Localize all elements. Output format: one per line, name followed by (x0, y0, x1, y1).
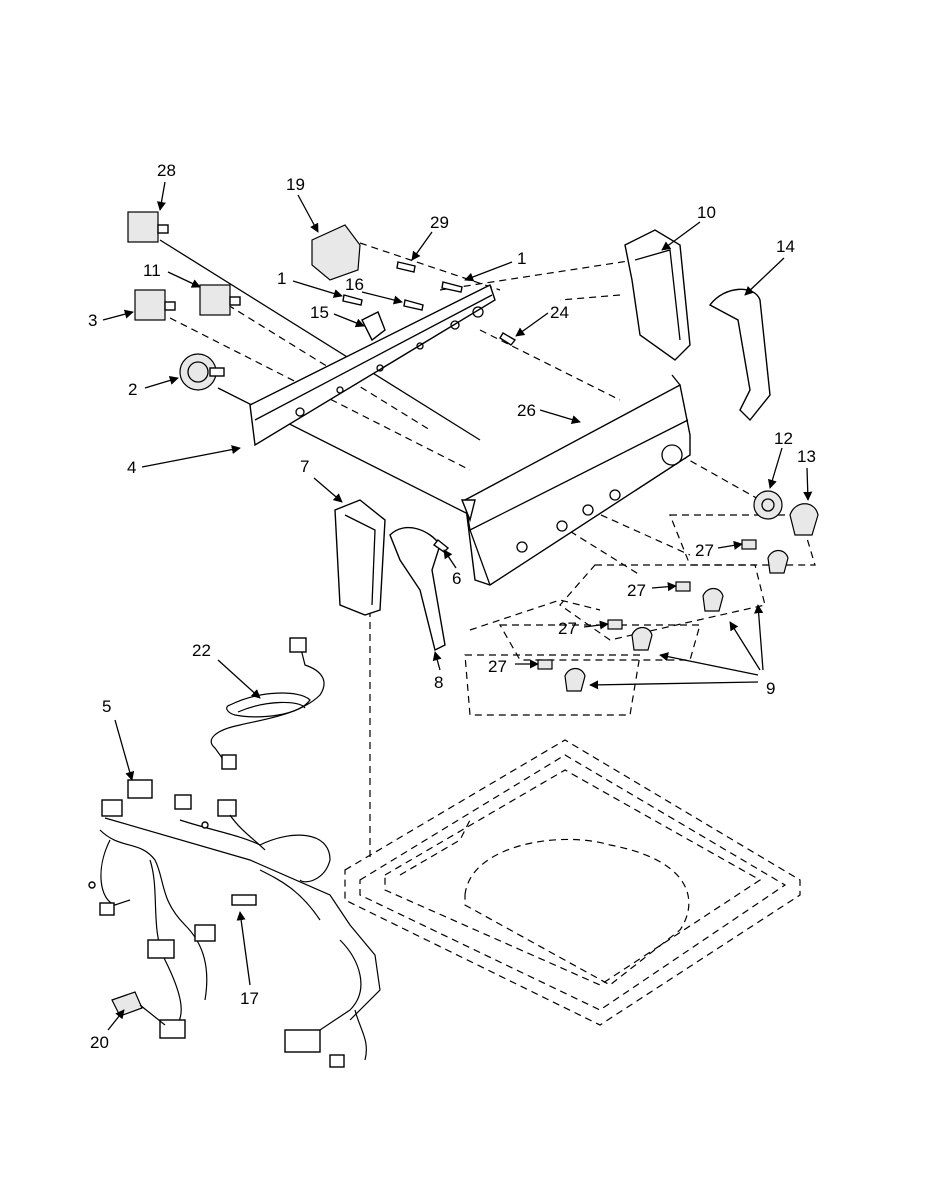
end-cap-left (334, 499, 386, 616)
switch-28 (127, 211, 169, 243)
terminal-block (111, 991, 166, 1026)
callout-24: 24 (550, 303, 569, 322)
alignment-lines (159, 239, 816, 860)
callout-8: 8 (434, 673, 443, 692)
callout-19: 19 (286, 175, 305, 194)
callout-20: 20 (90, 1033, 109, 1052)
callout-16: 16 (345, 275, 364, 294)
callout-6: 6 (452, 569, 461, 588)
wire-harness (88, 779, 381, 1068)
screws (342, 261, 517, 553)
callout-12: 12 (774, 429, 793, 448)
power-cord (210, 637, 325, 770)
callout-10: 10 (697, 203, 716, 222)
callout-1-right: 1 (517, 249, 526, 268)
callout-26: 26 (517, 401, 536, 420)
callout-27-a: 27 (695, 541, 714, 560)
knobs-and-springs (537, 539, 789, 692)
callout-5: 5 (102, 697, 111, 716)
callout-13: 13 (797, 447, 816, 466)
knob-large (789, 503, 819, 536)
knob-bezel (753, 490, 783, 520)
end-cap-handle (389, 526, 446, 652)
callout-1-left: 1 (277, 269, 286, 288)
callout-2: 2 (128, 380, 137, 399)
leader-arrows (102, 181, 813, 1031)
pressure-switch (311, 224, 361, 281)
handle-right (708, 288, 771, 422)
callout-17: 17 (240, 989, 259, 1008)
callout-15: 15 (310, 303, 329, 322)
control-panel-bracket (249, 284, 496, 447)
callout-29: 29 (430, 213, 449, 232)
callout-14: 14 (776, 237, 795, 256)
callout-3: 3 (88, 311, 97, 330)
switch-3 (134, 289, 176, 321)
timer (179, 353, 225, 391)
callout-9: 9 (766, 679, 775, 698)
callout-7: 7 (300, 457, 309, 476)
clip (361, 311, 386, 342)
callout-27-b: 27 (627, 581, 646, 600)
washer-top-outline (344, 739, 801, 1026)
callout-11: 11 (143, 261, 161, 280)
console-panel (460, 374, 691, 586)
callout-27-c: 27 (558, 619, 577, 638)
callout-22: 22 (192, 641, 211, 660)
callout-labels: 28 19 29 1 11 1 16 3 15 24 10 14 2 26 4 … (88, 161, 816, 1052)
end-cap-right (624, 229, 691, 361)
callout-27-d: 27 (488, 657, 507, 676)
callout-28: 28 (157, 161, 176, 180)
switch-11 (199, 284, 241, 316)
callout-4: 4 (127, 458, 136, 477)
